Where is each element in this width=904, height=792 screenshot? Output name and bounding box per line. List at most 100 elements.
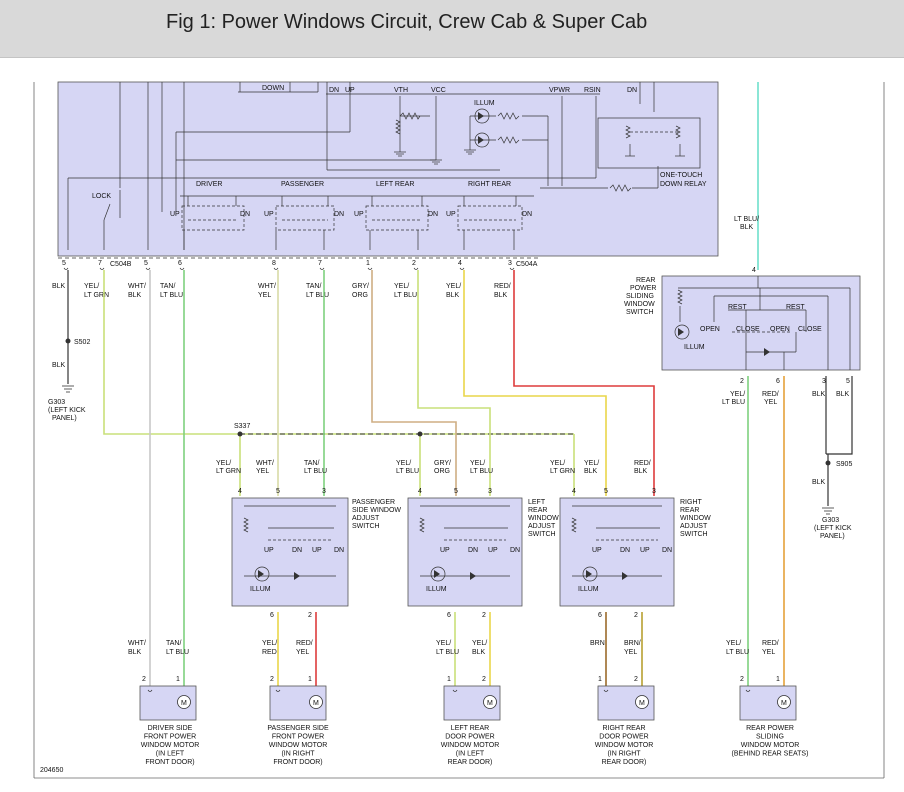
- rear-slider-pin-2: 2: [740, 378, 744, 385]
- door-switch-0-bottom-pin-1: 2: [308, 612, 312, 619]
- motor-0-symbol: [177, 695, 191, 709]
- motor-2-wire-1-l2: BLK: [472, 649, 486, 656]
- module-wire-label-8-l2: BLK: [446, 292, 460, 299]
- connector-c504a: C504A: [516, 261, 538, 268]
- rear-slider-label-1: POWER: [630, 285, 656, 292]
- motor-0-pin-0: 2: [142, 676, 146, 683]
- door-switch-1-diode: [470, 572, 476, 580]
- motor-0-wire-1-l2: LT BLU: [166, 649, 189, 656]
- rear-slider-pin-3: 3: [822, 378, 826, 385]
- module-wire-label-4-l1: WHT/: [258, 283, 276, 290]
- rear-slider-pin-5: 5: [846, 378, 850, 385]
- module-pin-2: 5: [144, 260, 148, 267]
- motor-3-symbol: [635, 695, 649, 709]
- module-wire-label-7-l1: YEL/: [394, 283, 409, 290]
- door-switch-2-pin-0: 4: [572, 488, 576, 495]
- door-switch-2-bottom-pin-0: 6: [598, 612, 602, 619]
- motor-4-wire-0-l2: LT BLU: [726, 649, 749, 656]
- pin-arrow-9: [509, 267, 515, 270]
- door-switch-2-wire-0-l2: LT GRN: [550, 468, 575, 475]
- door-switch-2-illum-label: ILLUM: [578, 586, 599, 593]
- rear-slider-open-2: OPEN: [770, 326, 790, 333]
- door-switch-1-label-3: ADJUST: [528, 523, 556, 530]
- ground-right: S905 BLK G303 (LEFT KICK PANEL): [812, 461, 852, 540]
- module-pin-0: 5: [62, 260, 66, 267]
- rear-slider-open-1: OPEN: [700, 326, 720, 333]
- door-switch-0-label-3: SWITCH: [352, 523, 380, 530]
- door-switch-1-wire-0-l1: YEL/: [396, 460, 411, 467]
- relay-label-line2: DOWN RELAY: [660, 181, 707, 188]
- vth-resistor: [399, 112, 421, 120]
- motor-2-symbol: [483, 695, 497, 709]
- motor-2-pin-0: 1: [447, 676, 451, 683]
- door-switch-0-up-2: UP: [312, 547, 322, 554]
- rear-slider-wire-0-l1: YEL/: [730, 391, 745, 398]
- door-switch-1-pin-0: 4: [418, 488, 422, 495]
- door-switch-2-label-4: SWITCH: [680, 531, 708, 538]
- door-switch-2-diode: [622, 572, 628, 580]
- rear-slider-label-0: REAR: [636, 277, 655, 284]
- wire-blk-ground-right-b: [826, 376, 853, 455]
- door-switch-0-wire-0-l1: YEL/: [216, 460, 231, 467]
- motor-3-wire-1-l2: YEL: [624, 649, 637, 656]
- door-switch-body-1: [407, 497, 523, 607]
- door-switch-2-bottom-pin-1: 2: [634, 612, 638, 619]
- module-wire-label-7-l2: LT BLU: [394, 292, 417, 299]
- module-wire-label-0-l1: BLK: [52, 283, 66, 290]
- connector-c504b: C504B: [110, 261, 132, 268]
- door-switch-0-bottom-pin-0: 6: [270, 612, 274, 619]
- motor-0-label-2: WINDOW MOTOR: [141, 742, 200, 749]
- motor-2-label-4: REAR DOOR): [448, 759, 493, 766]
- module-pin-8: 4: [458, 260, 462, 267]
- door-switch-2-pin-1: 5: [604, 488, 608, 495]
- door-switch-0-wire-0-l2: LT GRN: [216, 468, 241, 475]
- motor-3-terminal: [603, 689, 609, 692]
- vth-divider-resistor: [395, 119, 401, 135]
- rear-slider-rest-1: REST: [728, 304, 747, 311]
- splice-s905-label: S905: [836, 461, 852, 468]
- passenger-dn: DN: [334, 211, 344, 218]
- label-dn-relay: DN: [627, 87, 637, 94]
- door-switch-1-bottom-pin-0: 6: [447, 612, 451, 619]
- motor-3-m: M: [639, 700, 645, 707]
- switch-passenger-label: PASSENGER: [281, 181, 324, 188]
- door-switch-1-resistor: [419, 517, 425, 533]
- motor-1-label-0: PASSENGER SIDE: [267, 725, 329, 732]
- module-wire-label-6-l2: ORG: [352, 292, 368, 299]
- door-switch-1-up-2: UP: [488, 547, 498, 554]
- motor-0-terminal: [147, 689, 153, 692]
- label-down: DOWN: [262, 85, 284, 92]
- motor-2-label-2: WINDOW MOTOR: [441, 742, 500, 749]
- motor-1-m: M: [313, 700, 319, 707]
- door-switch-2-label-3: ADJUST: [680, 523, 708, 530]
- rear-slider-wire-top-l2: BLK: [740, 224, 754, 231]
- splice-s337-dot: [237, 431, 243, 437]
- motor-3-label-1: DOOR POWER: [599, 734, 648, 741]
- ground-right-wire: BLK: [812, 479, 826, 486]
- door-switch-2-resistor: [571, 517, 577, 533]
- motor-2-pin-1: 2: [482, 676, 486, 683]
- illum-resistor-2: [497, 136, 520, 144]
- module-pin-5: 7: [318, 260, 322, 267]
- figure-header: Fig 1: Power Windows Circuit, Crew Cab &…: [0, 0, 904, 58]
- ground-left-wire: BLK: [52, 362, 66, 369]
- door-switch-0-resistor: [243, 517, 249, 533]
- motor-1-wire-1-l2: YEL: [296, 649, 309, 656]
- motor-3-wire-1-l1: BRN/: [624, 640, 641, 647]
- pin-arrow-3: [179, 267, 185, 270]
- pin-arrow-0: [63, 267, 69, 270]
- motor-4-wire-0-l1: YEL/: [726, 640, 741, 647]
- motor-4-label-0: REAR POWER: [746, 725, 794, 732]
- motor-2-m: M: [487, 700, 493, 707]
- motor-0-label-3: (IN LEFT: [156, 751, 185, 758]
- motor-4-wire-1-l1: RED/: [762, 640, 779, 647]
- door-switch-2-wire-1-l1: YEL/: [584, 460, 599, 467]
- motor-3-wire-0-l1: BRN: [590, 640, 605, 647]
- ground-right-loc1: (LEFT KICK: [814, 525, 852, 532]
- pin-arrow-4: [273, 267, 279, 270]
- module-pin-6: 1: [366, 260, 370, 267]
- ground-left-loc1: (LEFT KICK: [48, 407, 86, 414]
- module-wire-label-5-l1: TAN/: [306, 283, 321, 290]
- driver-up: UP: [170, 211, 180, 218]
